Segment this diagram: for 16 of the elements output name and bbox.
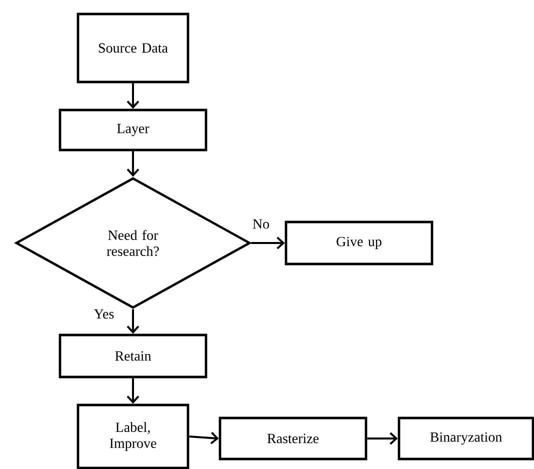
arrow xyxy=(126,309,140,334)
edge-label: Yes xyxy=(92,308,116,320)
arrow xyxy=(189,432,219,444)
arrow xyxy=(251,236,285,250)
edge-label: No xyxy=(251,218,271,230)
arrow xyxy=(126,378,140,404)
process-box: Retain xyxy=(58,334,208,378)
process-box: Binaryzation xyxy=(398,416,534,460)
process-box: Rasterize xyxy=(218,416,368,460)
process-box: Source Data xyxy=(76,12,190,84)
process-box: Label, Improve xyxy=(76,404,190,469)
process-box: Layer xyxy=(58,108,208,152)
process-box: Give up xyxy=(284,220,434,266)
arrow xyxy=(367,432,398,445)
arrow xyxy=(126,151,140,177)
arrow xyxy=(126,83,140,109)
